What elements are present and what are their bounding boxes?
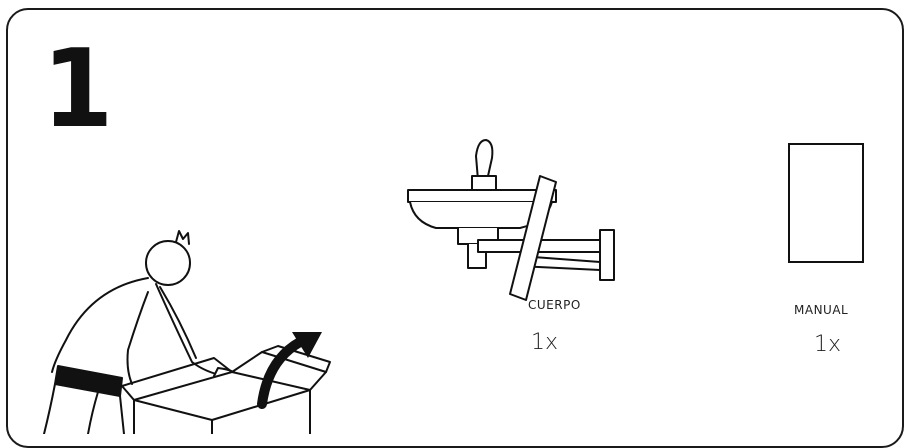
person-opening-box-illustration — [43, 230, 331, 434]
part-quantity-manual: 1x — [814, 332, 842, 357]
step-number: 1 — [42, 27, 114, 152]
manual-illustration — [788, 143, 864, 263]
part-label-cuerpo: CUERPO — [528, 298, 581, 312]
sink-part-illustration — [407, 139, 615, 301]
part-label-manual: MANUAL — [794, 303, 849, 317]
part-quantity-cuerpo: 1x — [531, 330, 559, 355]
